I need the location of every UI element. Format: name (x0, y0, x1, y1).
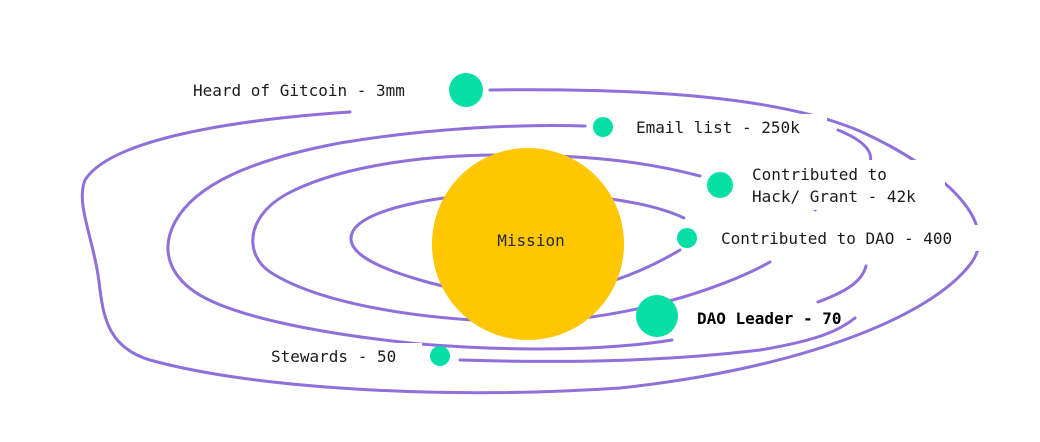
node-contributed-dao (677, 228, 697, 248)
label-email-list: Email list - 250k (636, 118, 800, 137)
node-contributed-hack-grant (707, 172, 733, 198)
mission-sun (432, 148, 624, 340)
label-bg-stewards (262, 343, 422, 369)
label-bg-dao (712, 225, 982, 251)
node-stewards (430, 346, 450, 366)
label-bg-hack (745, 160, 945, 210)
label-heard-of-gitcoin: Heard of Gitcoin - 3mm (193, 81, 405, 100)
orbit-fifth (458, 316, 857, 363)
label-hack-grant-line2: Hack/ Grant - 42k (752, 187, 916, 206)
node-email-list (593, 117, 613, 137)
node-heard-of-gitcoin (449, 73, 483, 107)
label-bg-email (627, 114, 827, 140)
label-stewards: Stewards - 50 (271, 347, 396, 366)
label-contributed-dao: Contributed to DAO - 400 (721, 229, 952, 248)
orbit-outer (80, 88, 981, 395)
mission-label: Mission (497, 231, 564, 250)
label-dao-leader: DAO Leader - 70 (697, 309, 842, 328)
node-dao-leader (636, 295, 678, 337)
label-hack-grant-line1: Contributed to (752, 165, 887, 184)
